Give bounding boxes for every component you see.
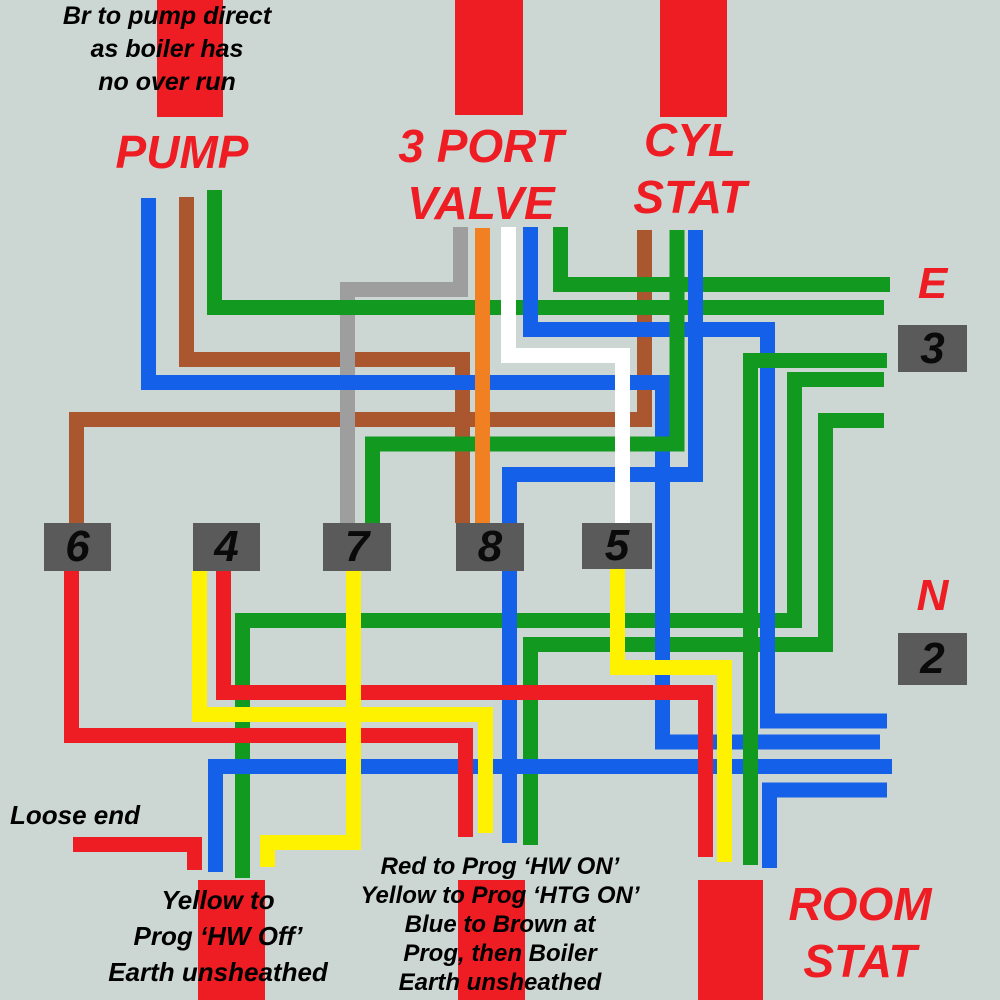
grey-valve-to-7	[340, 227, 468, 527]
blue-pump-to-n	[141, 198, 880, 750]
valve-cable	[455, 0, 523, 115]
pump-label: PUMP	[115, 126, 249, 178]
earth-label: E	[917, 259, 948, 308]
pump-cable	[157, 0, 223, 117]
terminal-5: 5	[582, 523, 652, 569]
blue-room-to-n	[762, 782, 887, 868]
terminal-6: 6	[44, 523, 111, 571]
green-cyl-to-7	[365, 230, 685, 527]
blue-cyl-to-8	[502, 230, 703, 525]
loose-end-label: Loose end	[10, 800, 141, 830]
green-prog-left-to-e	[235, 372, 884, 878]
white-valve-to-5	[501, 227, 630, 525]
brown-pump-to-8	[179, 197, 470, 523]
blue-valve-to-n	[523, 227, 887, 729]
terminal-7: 7	[323, 523, 391, 571]
yellow-7-to-prog-left	[260, 571, 361, 867]
cyl-stat-cable	[660, 0, 727, 117]
red-6-to-prog	[64, 571, 473, 837]
yellow-4-to-prog	[192, 571, 493, 833]
neutral-label: N	[916, 571, 949, 620]
note-prog-connections: Red to Prog ‘HW ON’Yellow to Prog ‘HTG O…	[360, 853, 640, 996]
terminal-2: 2	[898, 633, 967, 685]
room-stat-cable	[698, 880, 763, 1000]
terminal-3: 3	[898, 325, 967, 372]
green-room-to-e	[743, 353, 887, 865]
blue-prog-left-to-n	[208, 759, 892, 872]
prog-left-cable	[198, 880, 265, 1000]
red-loose-end	[73, 837, 202, 870]
yellow-5-to-room	[610, 568, 732, 862]
red-4-to-room	[216, 571, 713, 857]
green-pump-to-e	[207, 190, 884, 315]
green-prog-center-to-e	[523, 413, 884, 845]
terminal-8: 8	[456, 523, 524, 571]
prog-center-cable	[458, 880, 525, 1000]
terminal-4: 4	[193, 523, 260, 571]
green-valve-to-e	[553, 227, 890, 292]
